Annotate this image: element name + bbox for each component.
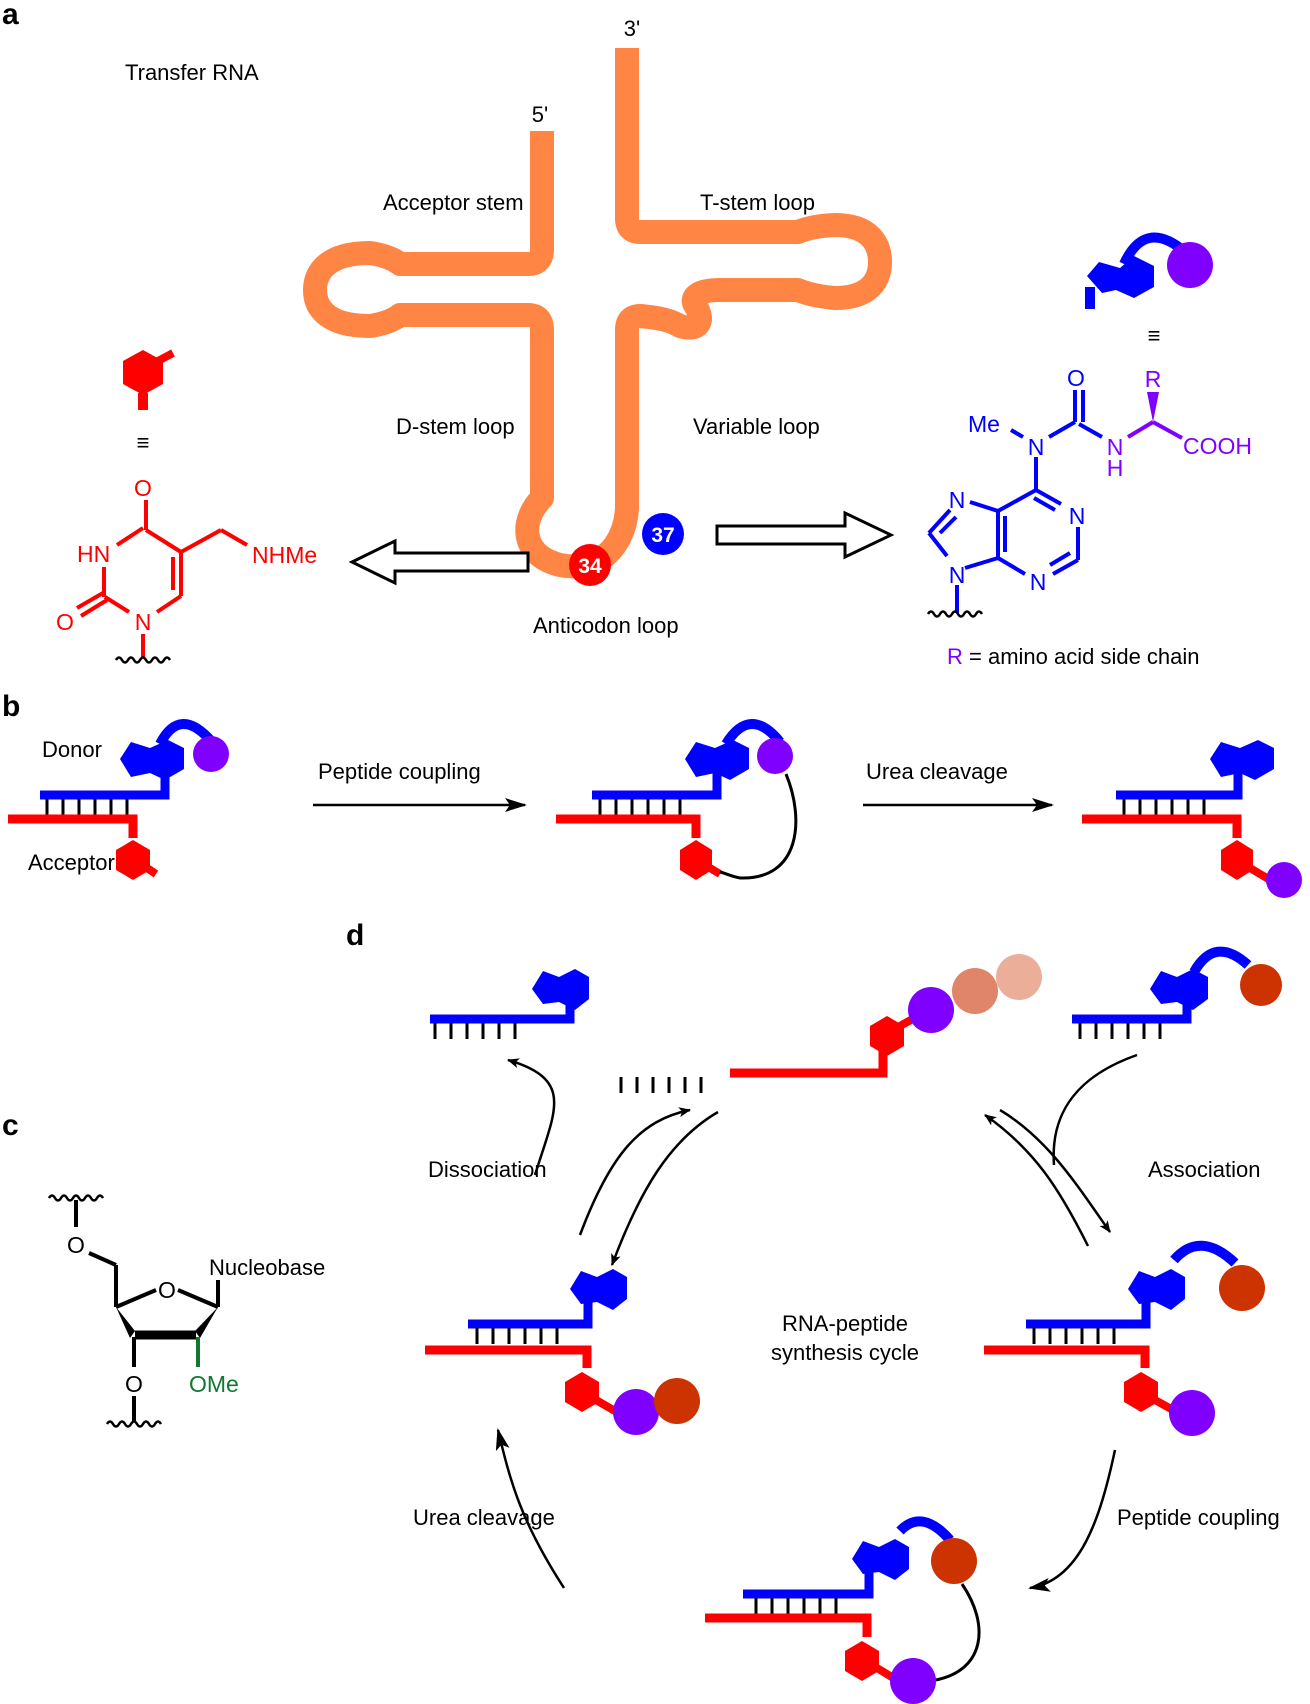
acceptor-stem-label: Acceptor stem: [383, 190, 524, 215]
atom-o3: O: [125, 1371, 143, 1397]
acceptor-with-peptide: [619, 954, 1042, 1095]
atom-n-urea: N: [1028, 434, 1045, 460]
trna-strand: [303, 48, 892, 579]
arrow-association-forward: [999, 1108, 1112, 1233]
equivalence-symbol-left: ≡: [137, 430, 150, 455]
anticodon-loop-label: Anticodon loop: [533, 613, 679, 638]
complex-b-start: [8, 719, 229, 880]
peptide-coupling-cycle-label: Peptide coupling: [1117, 1505, 1280, 1530]
urea-cleavage-cycle-label: Urea cleavage: [413, 1505, 555, 1530]
arrow-association-incoming: [1052, 1053, 1138, 1166]
arrow-urea-cleavage-cycle: [495, 1428, 566, 1589]
wavy-bond-icon: [105, 1420, 163, 1428]
five-prime-label: 5': [532, 102, 548, 127]
trna-3-end: [615, 48, 639, 58]
trna-cloverleaf: [303, 48, 892, 579]
three-prime-label: 3': [624, 16, 640, 41]
atom-o-left: O: [56, 609, 74, 635]
cycle-title-line2: synthesis cycle: [771, 1340, 919, 1365]
atom-n3: N: [1030, 569, 1047, 595]
atom-n7: N: [949, 487, 966, 513]
atom-o5: O: [67, 1232, 85, 1258]
donor-nucleotide-symbol: [1085, 232, 1213, 309]
atom-nh-h: H: [1107, 455, 1124, 481]
atom-n1-adenine: N: [1069, 503, 1086, 529]
atom-nh-n: N: [1107, 434, 1124, 460]
incoming-donor: [1072, 946, 1282, 1041]
nucleobase-label: Nucleobase: [209, 1255, 325, 1280]
trna-title: Transfer RNA: [125, 60, 259, 85]
urea-adenosine-structure: [927, 390, 1183, 613]
wavy-bond-icon: [114, 656, 172, 664]
modified-uridine-structure: [76, 500, 248, 658]
t-stem-loop-label: T-stem loop: [700, 190, 815, 215]
step-urea-cleavage-label: Urea cleavage: [866, 759, 1008, 784]
released-donor: [430, 969, 589, 1041]
left-hollow-arrow: [348, 538, 530, 586]
atom-nhme: NHMe: [252, 542, 317, 568]
wavy-bond-icon: [47, 1194, 105, 1202]
association-label: Association: [1148, 1157, 1261, 1182]
step-peptide-coupling-label: Peptide coupling: [318, 759, 481, 784]
acceptor-nucleotide-symbol: [123, 349, 175, 410]
acceptor-label: Acceptor: [28, 850, 115, 875]
panel-label-d: d: [346, 919, 364, 952]
atom-me: Me: [968, 411, 1000, 437]
position-37-badge: 37: [642, 513, 684, 555]
atom-r: R: [1145, 366, 1162, 392]
atom-n9: N: [949, 562, 966, 588]
arrow-dissociation-reverse: [610, 1110, 719, 1266]
variable-loop-label: Variable loop: [693, 414, 820, 439]
r-legend-text: = amino acid side chain: [963, 644, 1200, 669]
d-stem-loop-label: D-stem loop: [396, 414, 515, 439]
equivalence-symbol-right: ≡: [1148, 323, 1161, 348]
dissociation-label: Dissociation: [428, 1157, 547, 1182]
atom-o-urea: O: [1067, 365, 1085, 391]
svg-text:34: 34: [578, 555, 602, 578]
panel-label-a: a: [2, 0, 19, 31]
arrow-association-reverse: [984, 1113, 1090, 1247]
complex-b-product: [1082, 740, 1302, 898]
right-hollow-arrow: [715, 510, 895, 560]
arrow-dissociation-forward: [578, 1107, 691, 1236]
complex-after-cleavage: [425, 1269, 700, 1435]
donor-label: Donor: [42, 737, 102, 762]
atom-cooh: COOH: [1183, 433, 1252, 459]
atom-o-ring: O: [158, 1277, 176, 1303]
ribose-2ome-structure: [74, 1200, 220, 1422]
panel-label-c: c: [2, 1109, 19, 1142]
position-34-badge: 34: [569, 544, 611, 586]
complex-coupling-intermediate: [705, 1516, 981, 1704]
atom-o-top: O: [134, 475, 152, 501]
trna-5-end: [530, 131, 554, 141]
ome-label: OMe: [189, 1371, 239, 1397]
arrow-peptide-coupling-cycle: [1028, 1449, 1117, 1592]
panel-label-b: b: [2, 690, 20, 723]
complex-associated: [984, 1240, 1265, 1436]
svg-text:37: 37: [651, 524, 674, 547]
complex-b-coupled: [556, 719, 798, 880]
r-legend: R = amino acid side chain: [947, 644, 1200, 669]
r-legend-symbol: R: [947, 644, 963, 669]
arrow-dissociation-release: [507, 1058, 556, 1176]
atom-hn: HN: [77, 541, 110, 567]
wavy-bond-icon: [926, 610, 984, 618]
cycle-title-line1: RNA-peptide: [782, 1311, 908, 1336]
atom-n1: N: [135, 609, 152, 635]
